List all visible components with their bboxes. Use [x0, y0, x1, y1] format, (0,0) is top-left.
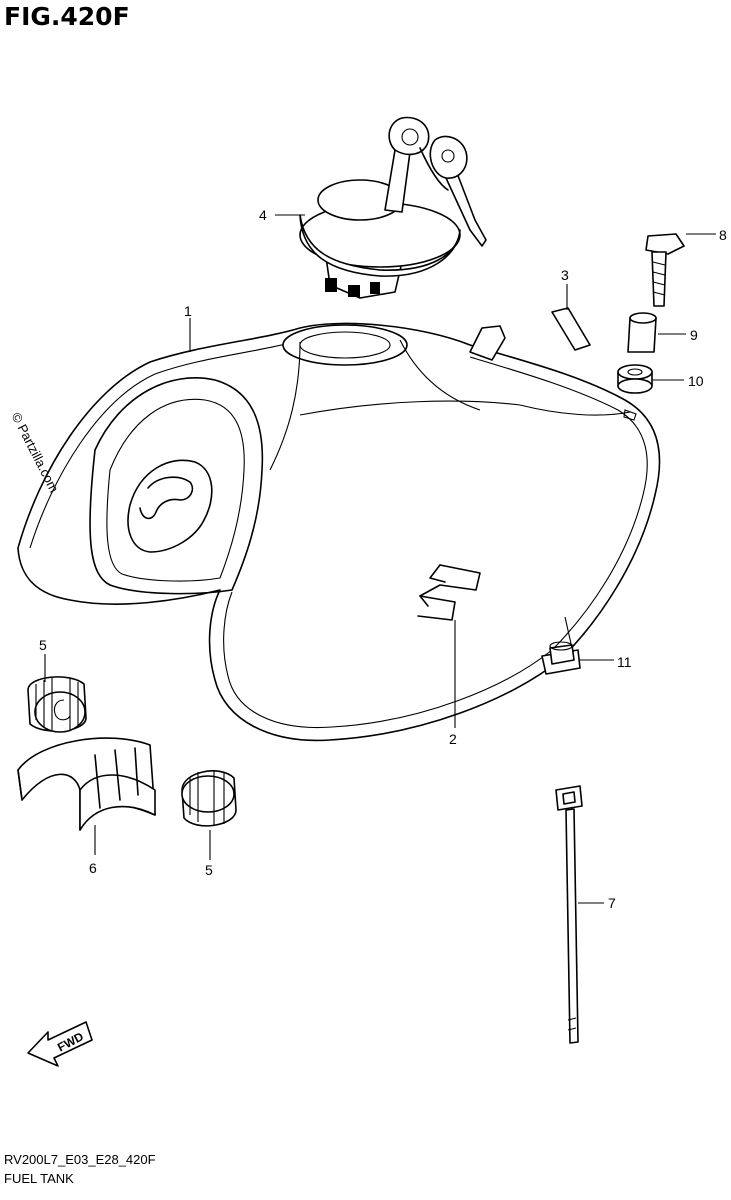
pad-drawing — [551, 307, 591, 351]
callout-11: 11 — [617, 654, 632, 670]
cushion-5-lower-drawing — [181, 770, 237, 827]
callout-9: 9 — [690, 327, 698, 343]
callout-3: 3 — [561, 267, 569, 283]
fuel-tank-drawing — [17, 322, 661, 742]
figure-title: FIG.420F — [4, 2, 130, 31]
model-code: RV200L7_E03_E28_420F — [4, 1152, 156, 1167]
cushion-6-drawing — [17, 737, 156, 831]
cushion-5-upper-drawing — [27, 676, 87, 733]
callout-4: 4 — [259, 207, 267, 223]
fuel-cap-drawing — [299, 116, 487, 299]
cushion-lower-drawing — [541, 641, 581, 675]
cable-tie-drawing — [555, 785, 583, 1044]
callout-10: 10 — [688, 373, 704, 389]
callout-8: 8 — [719, 227, 727, 243]
section-name: FUEL TANK — [4, 1171, 74, 1186]
bolt-drawing — [645, 233, 685, 307]
emblem-drawing — [417, 564, 481, 621]
callout-6: 6 — [89, 860, 97, 876]
callout-5-upper: 5 — [39, 637, 47, 653]
callout-5-lower: 5 — [205, 862, 213, 878]
callout-labels: 1 2 3 4 5 5 6 7 8 9 10 11 — [39, 207, 727, 911]
callout-7: 7 — [608, 895, 616, 911]
leader-lines — [44, 214, 716, 904]
callout-1: 1 — [184, 303, 192, 319]
callout-2: 2 — [449, 731, 457, 747]
cushion-drawing — [617, 364, 653, 394]
fwd-arrow: FWD — [27, 1021, 93, 1067]
collar-drawing — [627, 312, 657, 353]
